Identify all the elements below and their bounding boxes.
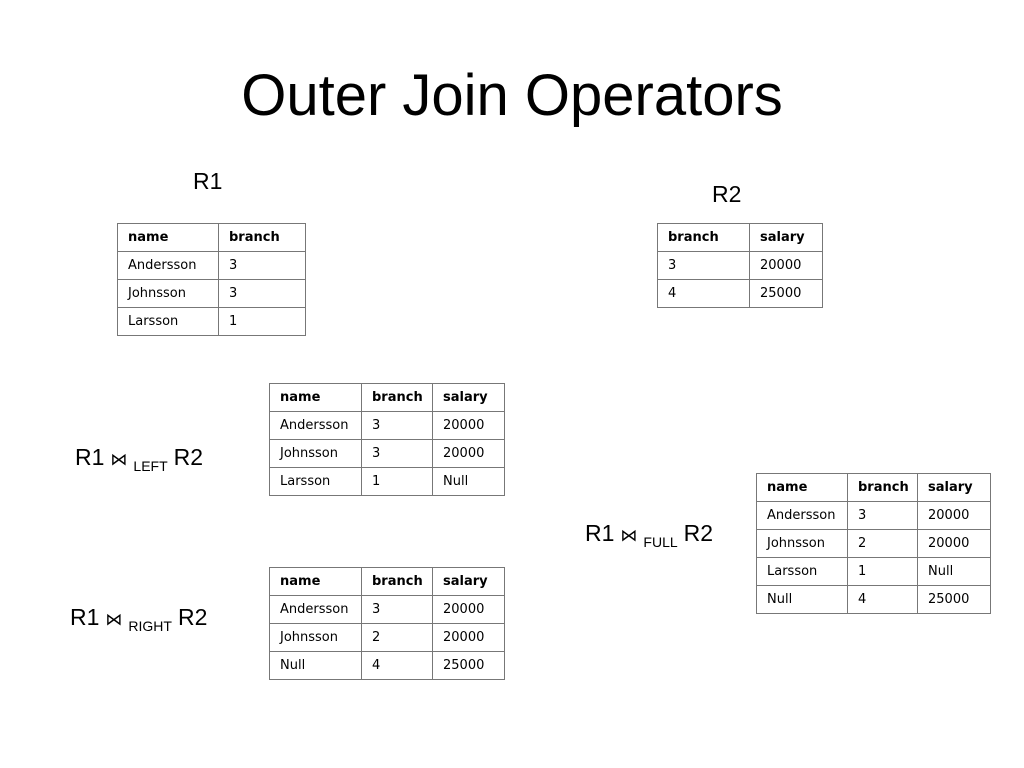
table-cell: 3 <box>361 439 433 468</box>
table-cell: Larsson <box>756 557 848 586</box>
table-cell: 3 <box>847 501 918 530</box>
table-cell: Larsson <box>117 307 219 336</box>
table-cell: 20000 <box>432 439 505 468</box>
table-cell: 20000 <box>432 595 505 624</box>
operand: R2 <box>683 520 714 546</box>
table-cell: 3 <box>361 411 433 440</box>
column-header: branch <box>847 473 918 502</box>
operand: R1 <box>75 444 105 470</box>
table-cell: 25000 <box>432 651 505 680</box>
table-cell: 20000 <box>917 529 991 558</box>
table-cell: Null <box>917 557 991 586</box>
table-cell: 3 <box>361 595 433 624</box>
bowtie-icon: ⋈ <box>105 610 123 629</box>
column-header: salary <box>749 223 823 252</box>
operand: R1 <box>70 604 100 630</box>
table-cell: 3 <box>218 279 306 308</box>
table-cell: 1 <box>361 467 433 496</box>
table-cell: 20000 <box>432 411 505 440</box>
table-cell: 3 <box>657 251 750 280</box>
table-cell: Johnsson <box>269 623 362 652</box>
bowtie-icon: ⋈ <box>110 450 128 469</box>
column-header: branch <box>361 567 433 596</box>
table-cell: Null <box>269 651 362 680</box>
join-type: RIGHT <box>128 618 172 634</box>
table-cell: Larsson <box>269 467 362 496</box>
table-cell: Null <box>432 467 505 496</box>
column-header: salary <box>432 567 505 596</box>
table-cell: 3 <box>218 251 306 280</box>
column-header: salary <box>432 383 505 412</box>
table-cell: Andersson <box>269 411 362 440</box>
table-cell: 4 <box>657 279 750 308</box>
operand: R2 <box>177 604 208 630</box>
table-cell: 20000 <box>917 501 991 530</box>
bowtie-icon: ⋈ <box>620 526 638 545</box>
join-type: FULL <box>643 534 678 550</box>
slide-title: Outer Join Operators <box>241 63 783 128</box>
r2-label: R2 <box>712 181 742 207</box>
table-cell: Johnsson <box>269 439 362 468</box>
table-cell: 1 <box>847 557 918 586</box>
column-header: name <box>756 473 848 502</box>
right-join-label: R1 ⋈ RIGHT R2 <box>70 604 208 634</box>
operand: R1 <box>585 520 615 546</box>
table-cell: Andersson <box>756 501 848 530</box>
operand: R2 <box>173 444 204 470</box>
table-cell: 25000 <box>749 279 823 308</box>
table-cell: Andersson <box>117 251 219 280</box>
column-header: name <box>269 383 362 412</box>
table-cell: 4 <box>847 585 918 614</box>
table-cell: 4 <box>361 651 433 680</box>
table-cell: Null <box>756 585 848 614</box>
table-cell: Andersson <box>269 595 362 624</box>
table-cell: 20000 <box>432 623 505 652</box>
table-cell: 2 <box>847 529 918 558</box>
table-cell: Johnsson <box>117 279 219 308</box>
full-join-label: R1 ⋈ FULL R2 <box>585 520 714 550</box>
table-cell: 25000 <box>917 585 991 614</box>
r1-label: R1 <box>193 168 223 194</box>
table-cell: 2 <box>361 623 433 652</box>
table-cell: 20000 <box>749 251 823 280</box>
table-cell: 1 <box>218 307 306 336</box>
column-header: branch <box>218 223 306 252</box>
column-header: name <box>269 567 362 596</box>
column-header: branch <box>361 383 433 412</box>
left-join-label: R1 ⋈ LEFT R2 <box>75 444 204 474</box>
column-header: name <box>117 223 219 252</box>
join-type: LEFT <box>133 458 168 474</box>
column-header: salary <box>917 473 991 502</box>
column-header: branch <box>657 223 750 252</box>
table-cell: Johnsson <box>756 529 848 558</box>
